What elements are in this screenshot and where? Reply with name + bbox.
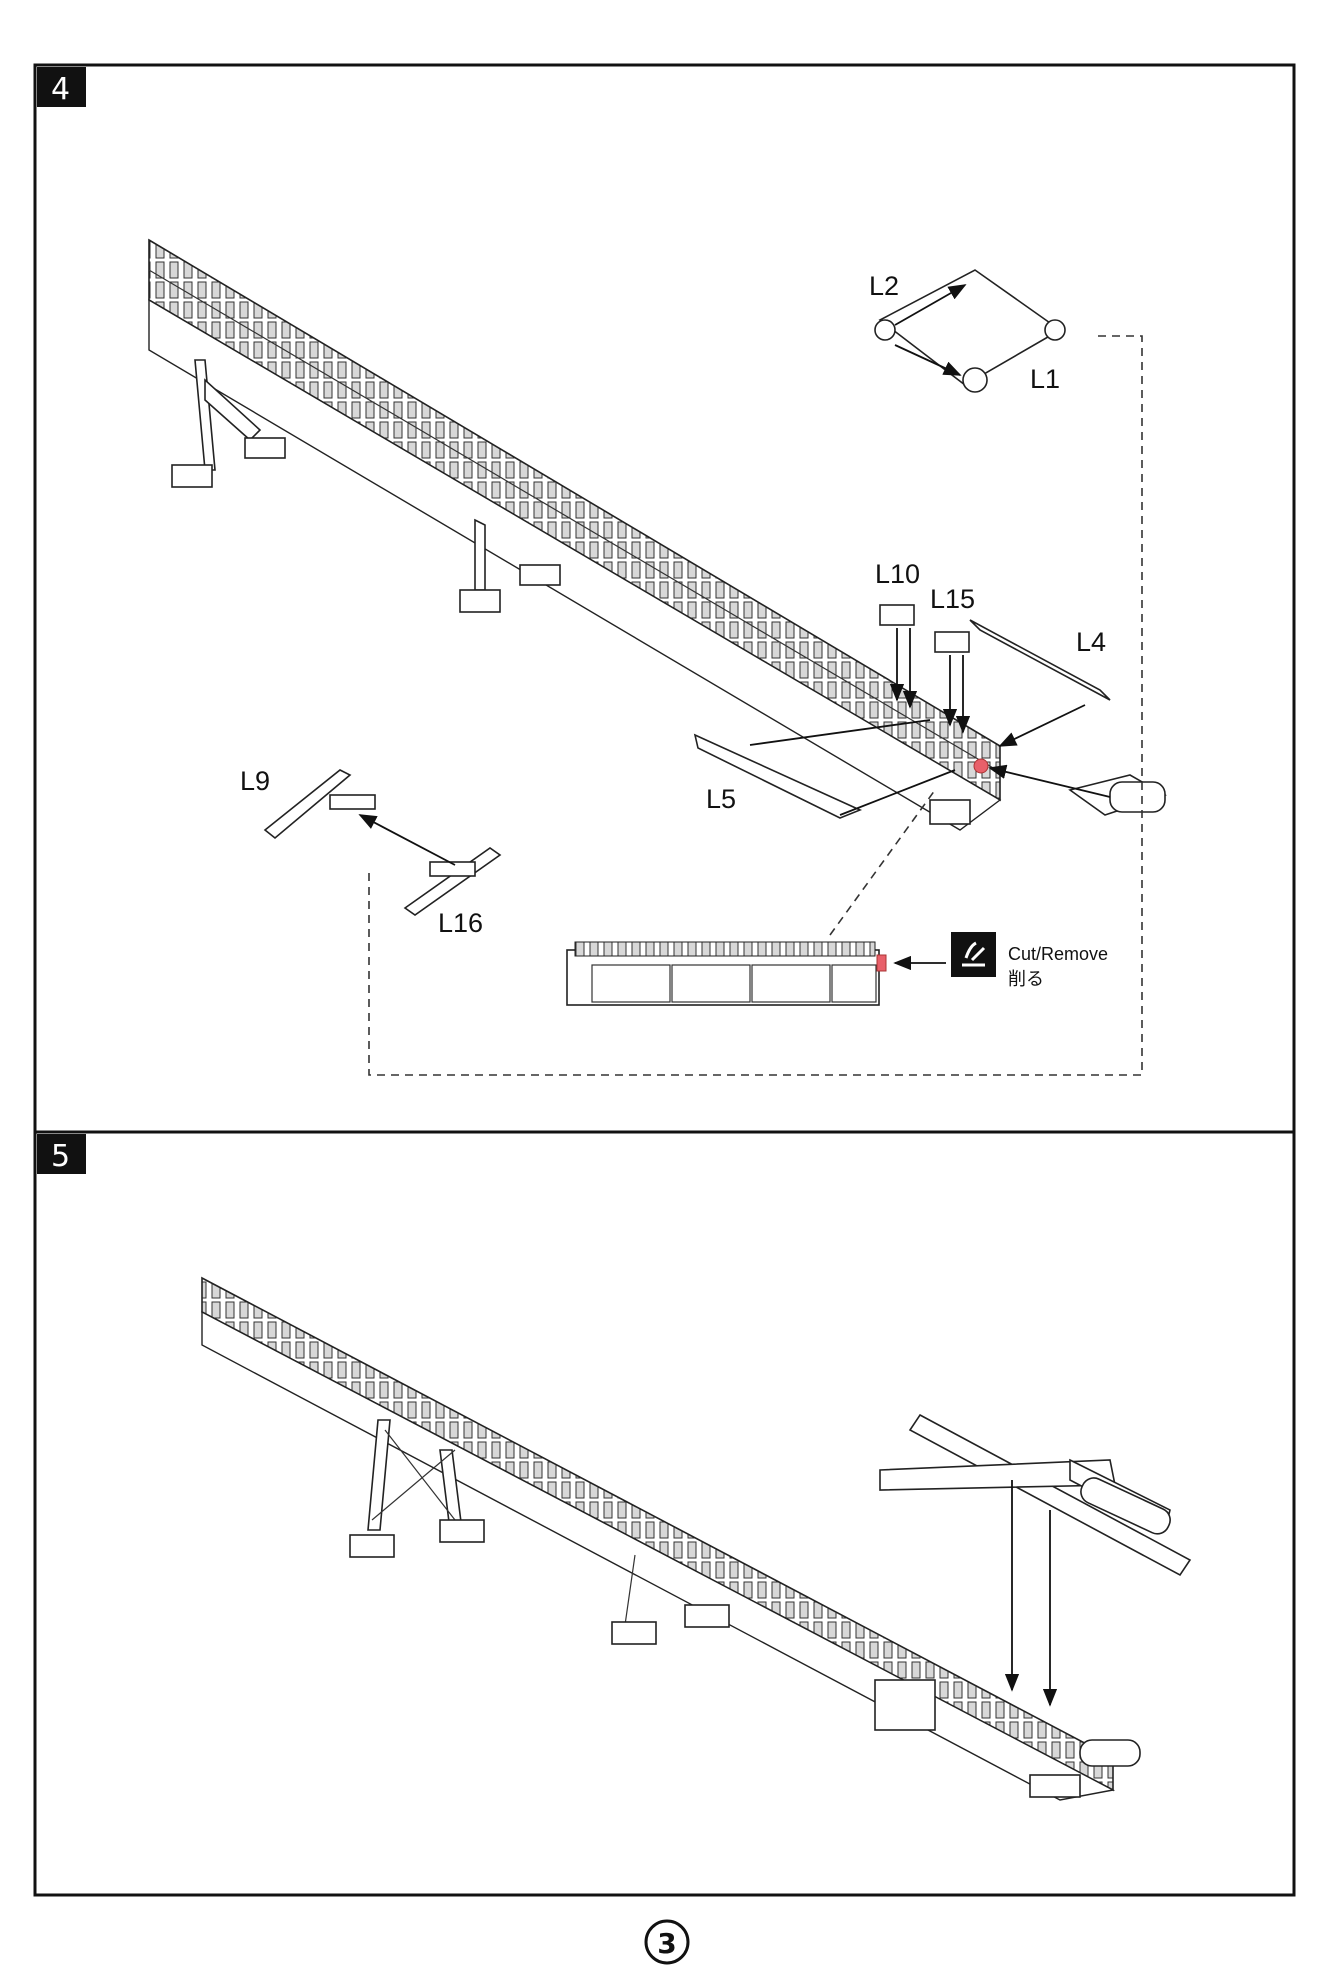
label-l16: L16 (438, 908, 483, 938)
part-l9-l16 (263, 769, 502, 916)
step-4: 4 (37, 67, 1167, 1076)
part-l4 (969, 619, 1111, 701)
part-l15 (934, 631, 970, 653)
label-l2: L2 (869, 271, 899, 301)
step-5-number: 5 (51, 1139, 70, 1174)
dashed-guide (368, 335, 1143, 1076)
cut-area-highlight (876, 954, 887, 972)
part-l10 (879, 604, 915, 626)
label-l10: L10 (875, 559, 920, 589)
cut-knife-icon (951, 932, 996, 977)
label-l9: L9 (240, 766, 270, 796)
launch-rail-assembly (148, 238, 1167, 831)
piston-part (1109, 781, 1166, 813)
part-l5 (693, 733, 863, 819)
cut-highlight (973, 758, 989, 774)
step-4-number: 4 (51, 72, 70, 107)
cut-remove-text: Cut/Remove (1008, 944, 1108, 964)
step-4-badge (37, 67, 86, 107)
v1-missile (879, 1413, 1192, 1577)
step-5-badge (37, 1134, 86, 1174)
label-l1: L1 (1030, 364, 1060, 394)
detail-rail-section (566, 941, 887, 1006)
step-5: 5 (37, 1134, 1192, 1801)
page-frame (33, 63, 1296, 1897)
page-number-circle (644, 1919, 690, 1965)
cut-remove-text-ja: 削る (1008, 969, 1044, 989)
label-l4: L4 (1076, 627, 1106, 657)
label-l15: L15 (930, 584, 975, 614)
page-number: 3 (657, 1927, 676, 1960)
completed-launch-rail (201, 1276, 1141, 1801)
label-l5: L5 (706, 784, 736, 814)
part-l1-l2 (874, 269, 1066, 393)
